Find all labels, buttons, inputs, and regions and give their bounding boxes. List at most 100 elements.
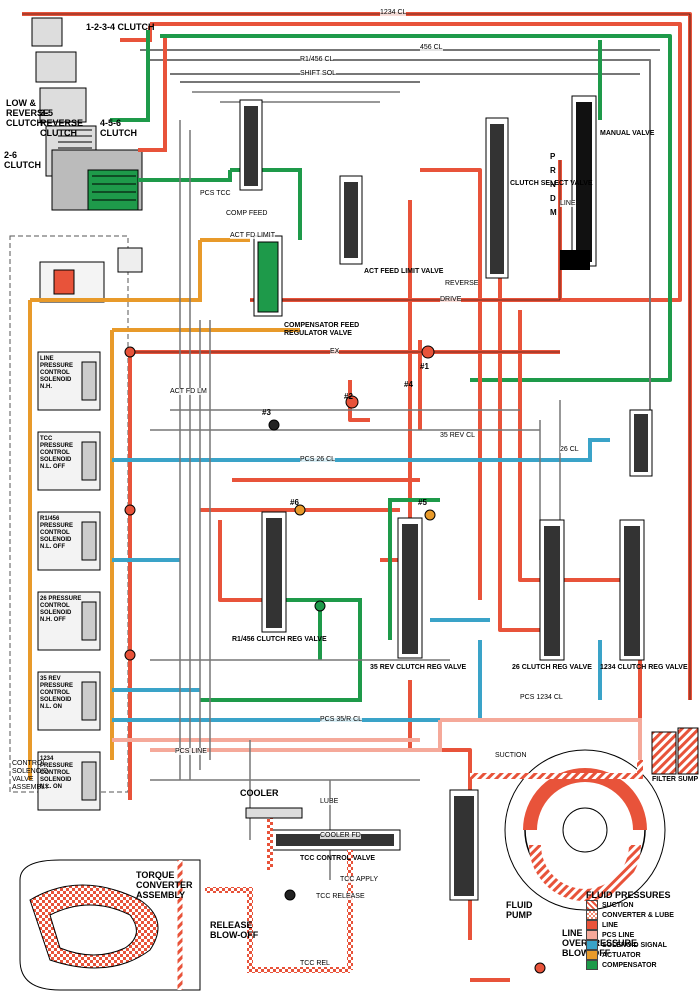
legend-label: PCS LINE <box>602 931 635 939</box>
legend-item: CONVERTER & LUBE <box>586 910 696 920</box>
line-label: 35 REV CL <box>440 432 476 439</box>
legend-label: CONVERTER & LUBE <box>602 911 674 919</box>
legend-item: SUCTION <box>586 900 696 910</box>
label-sump: SUMP <box>678 776 699 783</box>
legend-title: FLUID PRESSURES <box>586 890 671 900</box>
legend-label: SOLENOID SIGNAL <box>602 941 667 949</box>
line-label: PCS 1234 CL <box>520 694 563 701</box>
line-label: ACT FD LIMIT <box>230 232 275 239</box>
line-label: LINE <box>560 200 576 207</box>
legend-item: COMPENSATOR <box>586 960 696 970</box>
checkball-number: #5 <box>418 498 427 507</box>
solenoid-stack <box>37 351 101 811</box>
line-label: PCS 35/R CL <box>320 716 363 723</box>
label-low-reverse-clutch: LOW & REVERSE CLUTCH <box>6 98 50 128</box>
legend-swatch <box>586 910 598 920</box>
solenoid-label: 35 REV PRESSURE CONTROL SOLENOID N.L. ON <box>40 676 74 710</box>
legend-item: PCS LINE <box>586 930 696 940</box>
legend-label: SUCTION <box>602 901 634 909</box>
line-label: DRIVE <box>440 296 462 303</box>
solenoid-coil <box>81 441 97 481</box>
checkball-number: #3 <box>262 408 271 417</box>
label-1234-clutch: 1-2-3-4 CLUTCH <box>86 22 155 32</box>
pressure-switch <box>39 247 143 303</box>
line-label: LUBE <box>320 798 339 805</box>
prnd-d: D <box>550 194 556 203</box>
label-release-blowoff: RELEASE BLOW-OFF <box>210 920 259 940</box>
label-cooler: COOLER <box>240 788 279 798</box>
label-filter: FILTER <box>652 776 676 783</box>
label-26-reg-valve: 26 CLUTCH REG VALVE <box>512 664 592 671</box>
prnd-n: N <box>550 180 556 189</box>
line-label: 26 CL <box>560 446 579 453</box>
line-label: PCS 26 CL <box>300 456 336 463</box>
legend-items: SUCTION CONVERTER & LUBE LINE PCS LINE SOLEN… <box>586 900 696 970</box>
line-label: 456 CL <box>420 44 443 51</box>
legend-item: LINE <box>586 920 696 930</box>
label-torque-converter: TORQUE CONVERTER ASSEMBLY <box>136 870 193 900</box>
valves <box>239 95 653 901</box>
label-26-clutch: 2-6 CLUTCH <box>4 150 41 170</box>
line-label: TCC RELEASE <box>316 893 365 900</box>
prnd-p: P <box>550 152 556 161</box>
line-label: PCS TCC <box>200 190 231 197</box>
prnd-r: R <box>550 166 556 175</box>
torque-converter <box>19 859 201 991</box>
cooler-body <box>245 807 303 819</box>
solenoid-label: 26 PRESSURE CONTROL SOLENOID N.H. OFF <box>40 596 82 623</box>
solenoid-label: LINE PRESSURE CONTROL SOLENOID N.H. <box>40 356 74 390</box>
label-1234-reg-valve: 1234 CLUTCH REG VALVE <box>600 664 688 671</box>
line-label: ACT FD LM <box>170 388 207 395</box>
legend-label: ACTUATOR <box>602 951 641 959</box>
line-label: PCS LINE <box>175 748 207 755</box>
line-label: EX <box>330 348 340 355</box>
label-r1456-reg-valve: R1/456 CLUTCH REG VALVE <box>232 636 327 643</box>
checkballs <box>124 345 546 974</box>
line-label: TCC REL <box>300 960 330 967</box>
fluid-pump <box>504 749 666 911</box>
prnd-m: M <box>550 208 557 217</box>
label-manual-valve: MANUAL VALVE <box>600 130 655 137</box>
line-label: COOLER FD <box>320 832 361 839</box>
solenoid-coil <box>81 521 97 561</box>
solenoid-coil <box>81 681 97 721</box>
legend-label: LINE <box>602 921 618 929</box>
label-35-reverse-clutch: 3-5 REVERSE CLUTCH <box>40 108 84 138</box>
line-label: COMP FEED <box>226 210 268 217</box>
label-456-clutch: 4-5-6 CLUTCH <box>100 118 137 138</box>
legend: FLUID PRESSURES SUCTION CONVERTER & LUBE L… <box>586 890 696 970</box>
label-tcc-control-valve: TCC CONTROL VALVE <box>300 855 376 862</box>
line-label: SUCTION <box>495 752 527 759</box>
legend-swatch <box>586 940 598 950</box>
line-label: SHIFT SOL <box>300 70 337 77</box>
solenoid-coil <box>81 601 97 641</box>
legend-item: SOLENOID SIGNAL <box>586 940 696 950</box>
label-clutch-select-valve: CLUTCH SELECT VALVE <box>510 180 593 187</box>
legend-swatch <box>586 920 598 930</box>
line-label: REVERSE <box>445 280 479 287</box>
line-label: 1234 CL <box>380 9 407 16</box>
line-label: R1/456 CL <box>300 56 334 63</box>
label-fluid-pump: FLUID PUMP <box>506 900 533 920</box>
checkball-number: #1 <box>420 362 429 371</box>
solenoid-label: TCC PRESSURE CONTROL SOLENOID N.L. OFF <box>40 436 74 470</box>
label-comp-feed-reg-valve: COMPENSATOR FEED REGULATOR VALVE <box>284 322 360 337</box>
clutch-assembly-stack <box>31 17 232 211</box>
solenoid-coil <box>81 761 97 801</box>
label-act-feed-limit-valve: ACT FEED LIMIT VALVE <box>364 268 444 275</box>
solenoid-label: R1/456 PRESSURE CONTROL SOLENOID N.L. OF… <box>40 516 74 550</box>
line-label: TCC APPLY <box>340 876 378 883</box>
legend-item: ACTUATOR <box>586 950 696 960</box>
solenoid-label: 1234 PRESSURE CONTROL SOLENOID N.L. ON <box>40 756 74 790</box>
solenoid-coil <box>81 361 97 401</box>
label-control-solenoid-assembly: CONTROL SOLENOID VALVE ASSEMBLY <box>12 760 50 791</box>
checkball-number: #2 <box>344 392 353 401</box>
legend-swatch <box>586 930 598 940</box>
checkball-number: #6 <box>290 498 299 507</box>
legend-swatch <box>586 900 598 910</box>
legend-label: COMPENSATOR <box>602 961 657 969</box>
label-35-rev-reg-valve: 35 REV CLUTCH REG VALVE <box>370 664 467 671</box>
